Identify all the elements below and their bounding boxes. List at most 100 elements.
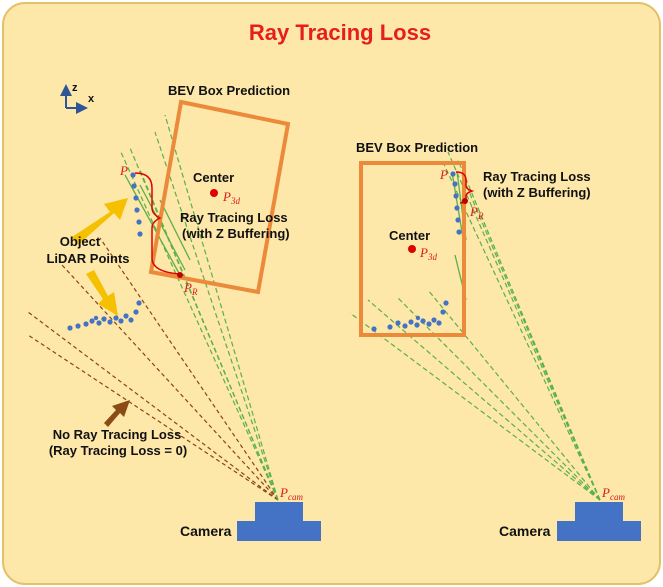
- lidar-point: [420, 318, 426, 324]
- lidar-point: [133, 309, 139, 315]
- pr-sub: R: [191, 287, 198, 297]
- left-lidar-points: [67, 172, 143, 331]
- brown-ray: [27, 334, 279, 501]
- left-brown-arrow: [104, 400, 130, 427]
- right-camera-label: Camera: [499, 523, 551, 539]
- left-rt-line2: (with Z Buffering): [182, 226, 290, 241]
- lidar-point: [123, 313, 129, 319]
- camera-top: [575, 502, 623, 521]
- right-center-point: [408, 245, 416, 253]
- lidar-point: [113, 315, 119, 321]
- right-camera-icon: [557, 502, 641, 541]
- lidar-point: [89, 318, 95, 324]
- lidar-point: [402, 323, 408, 329]
- left-p3d-label: P3d: [222, 189, 240, 206]
- pr-main: P: [469, 204, 478, 219]
- green-ray: [367, 299, 601, 501]
- left-no-loss-line1: No Ray Tracing Loss: [53, 427, 182, 442]
- brown-ray: [27, 311, 279, 501]
- lidar-point: [136, 219, 142, 225]
- lidar-point: [395, 320, 401, 326]
- x-axis-label: x: [88, 93, 95, 105]
- right-rt-line1: Ray Tracing Loss: [483, 169, 591, 184]
- right-scene: BEV Box Prediction Center P3d P PR Ray T…: [349, 140, 641, 541]
- pcam-sub: cam: [610, 492, 625, 502]
- lidar-point: [130, 172, 136, 178]
- lidar-point: [408, 319, 414, 325]
- pcam-sub: cam: [288, 492, 303, 502]
- lidar-point: [453, 193, 459, 199]
- lidar-point: [128, 317, 134, 323]
- left-brown-rays: [27, 237, 279, 501]
- lidar-point: [455, 217, 461, 223]
- left-no-loss-line2: (Ray Tracing Loss = 0): [49, 443, 187, 458]
- left-center-point: [210, 189, 218, 197]
- lidar-point: [101, 316, 107, 322]
- axes-indicator: z x: [60, 82, 95, 114]
- right-bev-box: [359, 161, 466, 337]
- left-green-rays: [119, 114, 279, 501]
- right-center-label: Center: [389, 228, 430, 243]
- left-pr-point: [177, 272, 183, 278]
- lidar-point: [131, 183, 137, 189]
- lidar-point: [440, 309, 446, 315]
- lidar-point: [414, 322, 420, 328]
- green-ray: [139, 169, 279, 501]
- p3d-sub: 3d: [427, 252, 438, 262]
- right-p-label: P: [439, 167, 448, 182]
- green-ray: [119, 149, 279, 501]
- lidar-point: [93, 315, 99, 321]
- right-green-rays: [349, 151, 601, 501]
- right-pcam-label: Pcam: [601, 485, 625, 502]
- lidar-point: [136, 300, 142, 306]
- left-pcam-label: Pcam: [279, 485, 303, 502]
- lidar-point: [426, 321, 432, 327]
- green-ray: [461, 174, 601, 501]
- lidar-point: [415, 315, 421, 321]
- lidar-point: [436, 320, 442, 326]
- left-yellow-arrow-up: [72, 198, 128, 245]
- right-box-label: BEV Box Prediction: [356, 140, 478, 155]
- lidar-point: [118, 318, 124, 324]
- left-object-line1: Object: [60, 234, 101, 249]
- lidar-point: [137, 231, 143, 237]
- lidar-point: [67, 325, 73, 331]
- left-yellow-arrow-down: [86, 270, 118, 316]
- lidar-point: [371, 326, 377, 332]
- green-ray: [164, 114, 279, 501]
- lidar-point: [443, 300, 449, 306]
- pcam-main: P: [601, 485, 610, 500]
- lidar-point: [96, 320, 102, 326]
- left-camera-icon: [237, 502, 321, 541]
- right-lidar-points: [371, 171, 462, 332]
- green-ray: [427, 289, 601, 501]
- lidar-point: [452, 181, 458, 187]
- lidar-point: [133, 195, 139, 201]
- lidar-point: [134, 207, 140, 213]
- left-bev-box: [148, 99, 291, 295]
- camera-body: [237, 521, 321, 541]
- lidar-point: [83, 321, 89, 327]
- left-p-label: P: [119, 163, 128, 178]
- lidar-point: [387, 324, 393, 330]
- left-object-line2: LiDAR Points: [46, 251, 129, 266]
- left-box-label: BEV Box Prediction: [168, 83, 290, 98]
- solid-ray-segment: [139, 184, 186, 271]
- right-rt-line2: (with Z Buffering): [483, 185, 591, 200]
- pr-sub: R: [477, 211, 484, 221]
- left-pr-label: PR: [183, 280, 198, 297]
- pr-main: P: [183, 280, 192, 295]
- left-rt-line1: Ray Tracing Loss: [180, 210, 288, 225]
- lidar-point: [107, 319, 113, 325]
- green-ray: [457, 159, 601, 501]
- left-loss-bracket: [134, 172, 181, 275]
- camera-top: [255, 502, 303, 521]
- pcam-main: P: [279, 485, 288, 500]
- camera-body: [557, 521, 641, 541]
- left-camera-label: Camera: [180, 523, 232, 539]
- green-ray: [154, 131, 279, 501]
- lidar-point: [454, 205, 460, 211]
- green-ray: [441, 159, 601, 501]
- green-ray: [447, 151, 601, 501]
